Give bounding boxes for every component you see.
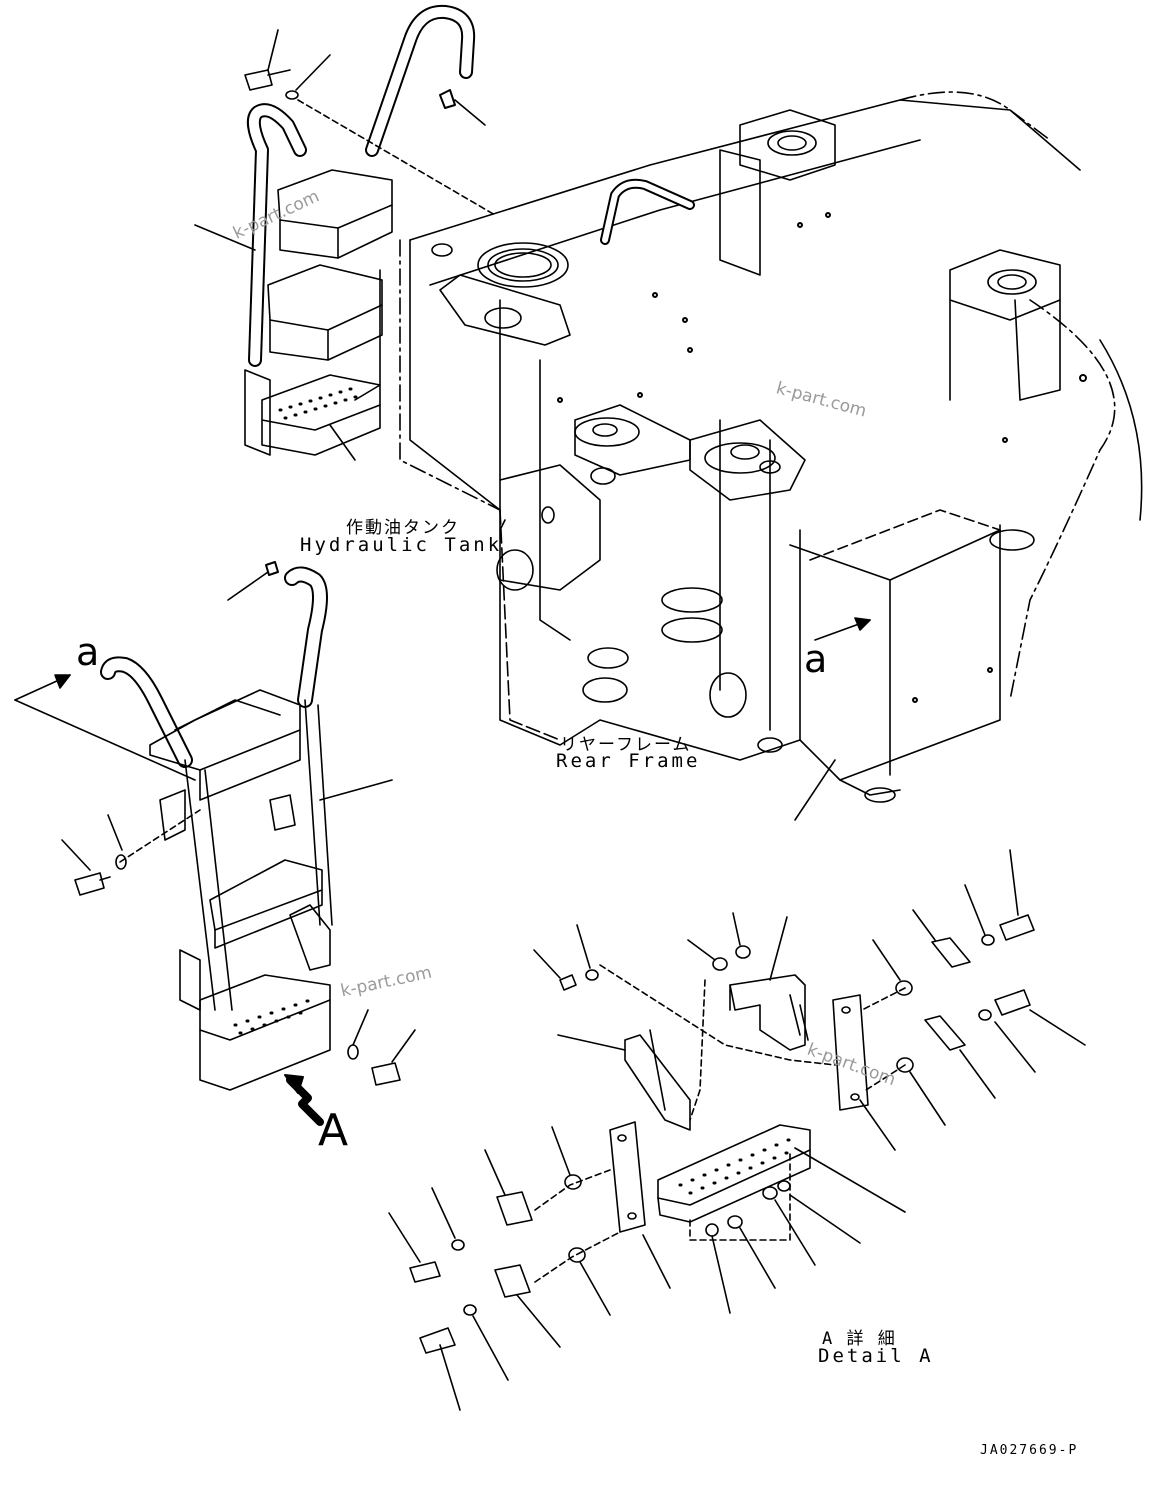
detail-bracket-left: [624, 1034, 691, 1131]
view-a-letter-frame: a: [804, 637, 828, 681]
rear-frame-label-jp: リヤーフレーム: [560, 735, 692, 755]
column-port-2: [987, 269, 1037, 295]
upper-bottom-step: [261, 374, 381, 431]
lower-step-2: [209, 859, 323, 931]
rear-frame-leader: [794, 759, 836, 821]
rear-frame-label-en: Rear Frame: [556, 750, 701, 772]
hydraulic-tank-label-jp: 作動油タンク: [346, 518, 460, 538]
lower-bottom-step: [199, 974, 331, 1041]
view-a-letter-upper: a: [76, 630, 100, 674]
detail-plate-left: [609, 1121, 646, 1233]
hydraulic-tank-label-en: Hydraulic Tank: [300, 534, 503, 556]
detail-bracket-top: [729, 974, 806, 1051]
detail-a-label-en: Detail A: [818, 1345, 934, 1367]
view-A-letter: A: [318, 1105, 349, 1156]
drawing-code: JA027669-P: [980, 1443, 1079, 1458]
detail-step-plate: [657, 1124, 811, 1206]
detail-plate-right: [832, 994, 869, 1111]
detail-a: [388, 849, 1086, 1411]
lower-ladder: [14, 561, 416, 1126]
tank-port: [477, 242, 569, 288]
pivot-1: [704, 442, 776, 474]
upper-step-2: [267, 264, 383, 331]
upper-handrail: [365, 4, 476, 157]
upper-ladder: [194, 4, 496, 461]
rear-frame: [399, 91, 1143, 821]
detail-a-label-jp: A 詳 細: [822, 1329, 897, 1349]
column-port-1: [767, 130, 817, 156]
